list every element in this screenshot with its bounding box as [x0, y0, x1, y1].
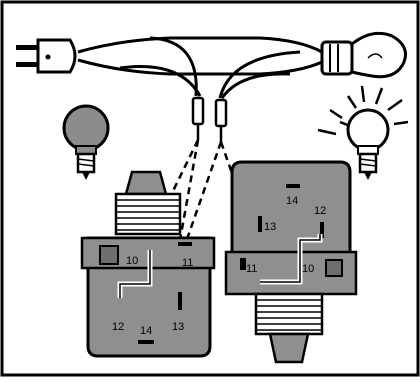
relay-right-terminal-13: 13	[264, 221, 276, 233]
relay-left-terminal-11: 11	[182, 257, 193, 269]
relay-left-terminal-14: 14	[140, 325, 152, 337]
relay-left-terminal-10: 10	[126, 255, 138, 267]
relay-right-terminal-14: 14	[286, 195, 298, 207]
relay-right-terminal-10: 10	[302, 263, 314, 275]
relay-right-terminal-11: 11	[246, 263, 257, 275]
relay-left-terminal-12: 12	[112, 321, 124, 333]
relay-left-terminal-13: 13	[172, 321, 184, 333]
relay-right-terminal-12: 12	[314, 205, 326, 217]
